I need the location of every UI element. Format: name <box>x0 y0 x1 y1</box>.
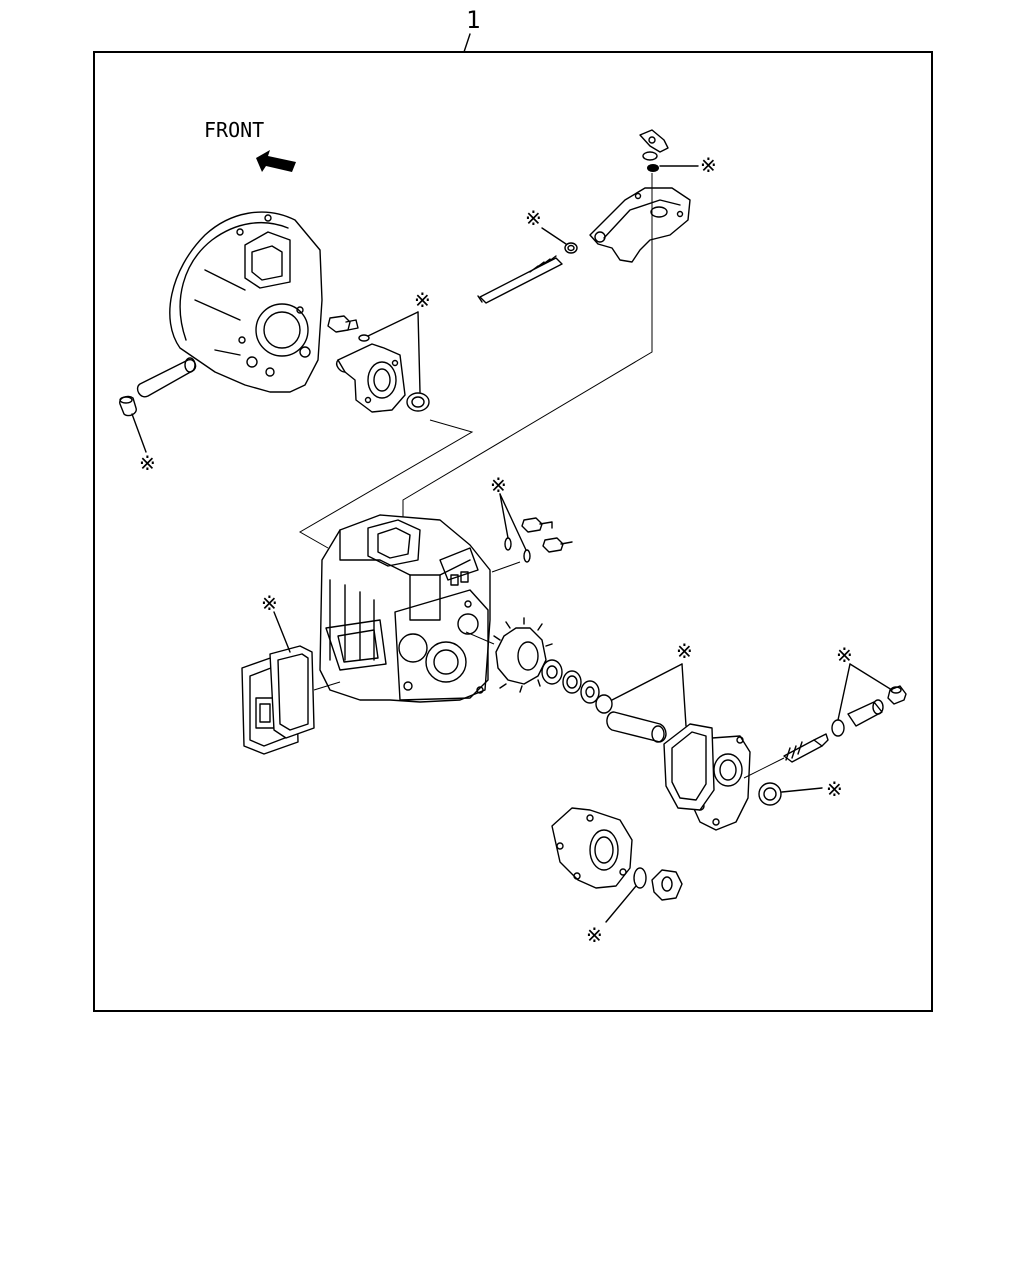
transmission-case <box>319 514 491 703</box>
guide-line-cover <box>402 173 653 518</box>
front-label: FRONT <box>204 118 264 142</box>
leader-washers-a <box>499 493 509 539</box>
leader-rod-seal <box>541 227 567 245</box>
speedometer-sleeve <box>847 699 884 727</box>
countershaft <box>606 711 667 743</box>
leader-seal-b <box>417 311 421 393</box>
guide-line-side-cover <box>313 681 341 691</box>
leader-rear-a <box>611 663 683 701</box>
flange-washer <box>633 867 647 889</box>
leader-speedo-a <box>837 663 851 721</box>
rear-cover-gasket <box>663 723 715 811</box>
case-bolt-1 <box>521 517 553 533</box>
o-ring-retainer <box>358 334 370 342</box>
bearing-retainer <box>336 343 406 413</box>
leader-speedo-b <box>849 663 893 691</box>
leader-plug <box>131 413 147 453</box>
front-arrow-icon <box>256 150 296 172</box>
oil-seal-rear <box>758 782 782 806</box>
speedometer-gear <box>783 733 829 763</box>
bearing-3 <box>580 680 600 704</box>
case-bolt-2 <box>542 537 573 553</box>
replace-mark-speedo: ※ <box>836 643 853 667</box>
speedo-plug <box>887 685 907 705</box>
clutch-housing <box>169 211 323 393</box>
lever-plate <box>639 129 669 153</box>
callout-number: 1 <box>466 6 480 34</box>
leader-flange-washer <box>605 885 637 923</box>
replace-mark-seal-rear: ※ <box>826 777 843 801</box>
diagram-frame <box>93 51 933 1012</box>
bearing-1 <box>541 659 563 685</box>
leader-washers-b <box>499 493 527 551</box>
counter-gear <box>493 617 553 693</box>
replace-mark-rod-seal: ※ <box>525 206 542 230</box>
o-ring-speedo <box>831 719 845 737</box>
dowel-pin <box>136 357 197 398</box>
guide-line-retainer <box>298 419 474 549</box>
bearing-2 <box>562 670 582 694</box>
leader-seal-rear <box>781 787 823 793</box>
plug-cap <box>119 395 137 417</box>
side-cover-gasket <box>269 645 315 739</box>
shift-lever-housing <box>589 187 691 263</box>
leader-gasket <box>273 611 291 653</box>
oil-seal-front <box>406 392 430 412</box>
replace-mark-seal-front: ※ <box>414 288 431 312</box>
leader-rear-b <box>681 663 687 727</box>
guide-line-washers <box>491 561 521 573</box>
lever-washer <box>642 151 658 161</box>
guide-line-speedo <box>743 757 785 779</box>
replace-mark-washers: ※ <box>490 473 507 497</box>
replace-mark-plug: ※ <box>139 451 156 475</box>
replace-mark-gasket: ※ <box>261 591 278 615</box>
o-ring-shaft <box>595 694 613 714</box>
washer-1 <box>504 537 512 551</box>
retainer-bolt <box>327 315 359 333</box>
callout-leader <box>463 33 471 53</box>
lever-seal <box>647 164 659 172</box>
guide-line-gear <box>465 631 495 645</box>
replace-mark-rear: ※ <box>676 639 693 663</box>
replace-mark-lever-seal: ※ <box>700 153 717 177</box>
washer-2 <box>523 549 531 563</box>
shift-rod <box>477 255 563 304</box>
replace-mark-flange: ※ <box>586 923 603 947</box>
companion-flange <box>551 807 633 889</box>
leader-seal-a <box>367 311 419 337</box>
shift-rod-seal <box>564 242 578 254</box>
flange-nut <box>651 869 683 901</box>
